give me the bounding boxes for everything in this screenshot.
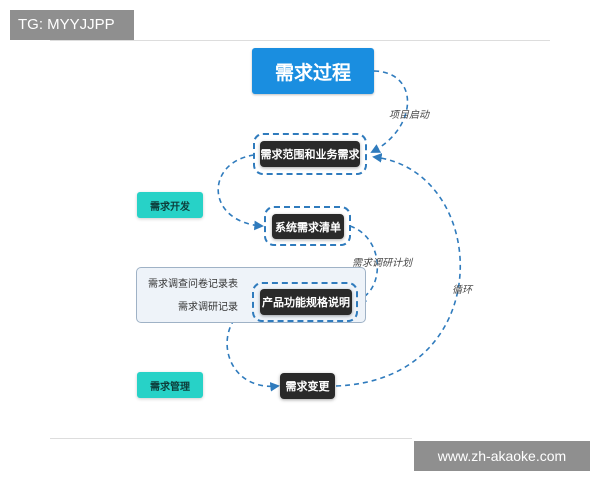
edge-label-project-start: 项目启动	[389, 110, 429, 121]
node-frame-product-spec	[252, 282, 358, 322]
tag-management: 需求管理	[137, 372, 203, 398]
watermark-bottom: www.zh-akaoke.com	[414, 441, 590, 471]
watermark-top: TG: MYYJJPP	[10, 10, 134, 40]
node-scope: 需求范围和业务需求	[260, 141, 360, 167]
tag-development: 需求开发	[137, 192, 203, 218]
node-frame-scope	[253, 133, 367, 175]
node-system-list: 系统需求清单	[272, 214, 344, 239]
bottom-divider	[50, 438, 412, 439]
edge-spec-to-change	[226, 303, 280, 392]
edge-label-research-plan: 需求调研计划	[352, 258, 412, 269]
panel-label-questionnaire: 需求调查问卷记录表	[148, 279, 238, 290]
top-divider	[50, 40, 550, 41]
edge-cycle	[335, 153, 462, 387]
panel-label-research-record: 需求调研记录	[178, 302, 238, 313]
node-product-spec: 产品功能规格说明	[260, 289, 352, 315]
node-change: 需求变更	[280, 373, 335, 399]
diagram-title: 需求过程	[252, 48, 374, 94]
node-frame-system-list	[264, 206, 351, 246]
edge-label-cycle: 循环	[452, 285, 472, 296]
edge-scope-to-system	[217, 154, 264, 231]
